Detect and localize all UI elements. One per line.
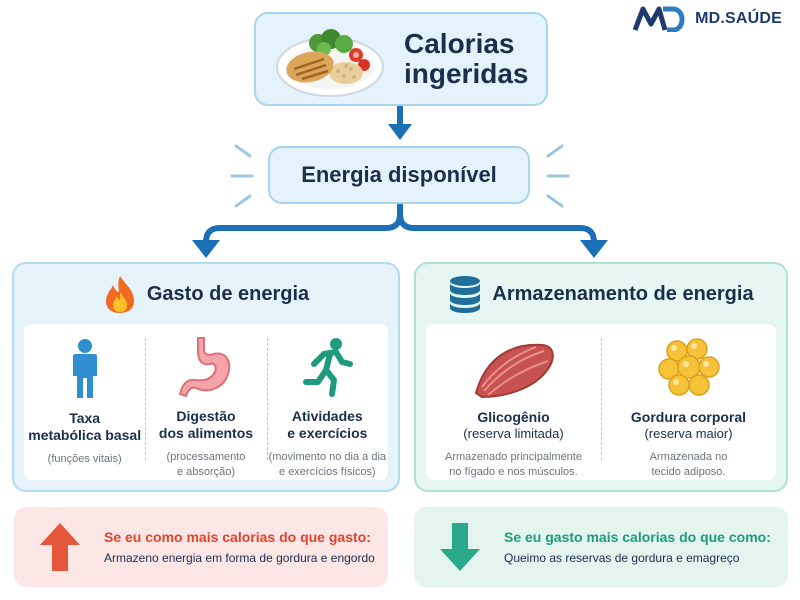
energy-storage-panel: Armazenamento de energia Glicogênio (res… xyxy=(414,262,788,492)
storage-item-subtitle: (reserva maior) xyxy=(644,426,733,441)
arrow-down-icon xyxy=(440,523,480,571)
spend-item-activities: Atividades e exercícios (movimento no di… xyxy=(266,324,388,480)
storage-item-subtitle: (reserva limitada) xyxy=(463,426,564,441)
energy-spend-body: Taxa metabólica basal (funções vitais) D… xyxy=(24,324,388,480)
spend-item-note: (processamento e absorção) xyxy=(166,451,246,478)
deficit-title: Se eu gasto mais calorias do que como: xyxy=(504,529,771,545)
person-icon xyxy=(72,339,97,398)
energy-available-box: Energia disponível xyxy=(268,146,530,204)
storage-item-title: Gordura corporal xyxy=(630,409,747,425)
spend-item-title: Atividades e exercícios xyxy=(287,408,368,441)
spend-item-note: (funções vitais) xyxy=(47,453,122,465)
stomach-icon xyxy=(178,337,231,398)
storage-item-body-fat: Gordura corporal (reserva maior) Armazen… xyxy=(601,324,776,480)
energy-storage-title: Armazenamento de energia xyxy=(492,282,754,305)
running-person-icon xyxy=(303,338,354,397)
md-logo-icon xyxy=(633,6,685,32)
energy-spend-title: Gasto de energia xyxy=(146,282,310,305)
energy-spend-header: Gasto de energia xyxy=(14,264,398,324)
deficit-box: Se eu gasto mais calorias do que como: Q… xyxy=(414,507,788,587)
arrow-top-head xyxy=(388,124,412,140)
spend-item-title: Digestão dos alimentos xyxy=(158,408,254,441)
arrow-split-left xyxy=(203,204,403,243)
muscle-icon xyxy=(474,343,554,399)
energy-glow-marks xyxy=(230,144,570,208)
brand-logo: MD.SAÚDE xyxy=(633,6,782,32)
calories-ingested-title: Calorias ingeridas xyxy=(404,28,529,89)
storage-item-note: Armazenado principalmente no fígado e no… xyxy=(445,451,582,478)
food-plate-icon xyxy=(276,29,384,97)
fire-icon xyxy=(105,276,134,313)
spend-item-title: Taxa metabólica basal xyxy=(28,410,142,443)
fat-cells-icon xyxy=(657,338,720,396)
energy-storage-body: Glicogênio (reserva limitada) Armazenado… xyxy=(426,324,776,480)
spend-item-digestion: Digestão dos alimentos (processamento e … xyxy=(145,324,266,480)
database-icon xyxy=(450,276,481,313)
deficit-desc: Queimo as reservas de gordura e emagreço xyxy=(504,551,740,565)
arrow-up-icon xyxy=(40,523,80,571)
spend-item-basal-metabolism: Taxa metabólica basal (funções vitais) xyxy=(24,324,145,480)
energy-available-title: Energia disponível xyxy=(301,162,497,187)
brand-name: MD.SAÚDE xyxy=(695,10,782,27)
energy-storage-header: Armazenamento de energia xyxy=(416,264,786,324)
arrow-left-head xyxy=(192,240,220,258)
calories-ingested-box: Calorias ingeridas xyxy=(254,12,548,106)
storage-item-title: Glicogênio xyxy=(477,409,550,425)
surplus-desc: Armazeno energia em forma de gordura e e… xyxy=(104,551,375,565)
arrow-right-head xyxy=(580,240,608,258)
storage-item-glycogen: Glicogênio (reserva limitada) Armazenado… xyxy=(426,324,601,480)
energy-spend-panel: Gasto de energia Taxa metabólica basal (… xyxy=(12,262,400,492)
arrow-split-right xyxy=(397,213,597,243)
surplus-box: Se eu como mais calorias do que gasto: A… xyxy=(14,507,388,587)
storage-item-note: Armazenada no tecido adiposo. xyxy=(649,451,728,478)
surplus-title: Se eu como mais calorias do que gasto: xyxy=(104,529,371,545)
spend-item-note: (movimento no dia a dia e exercícios fís… xyxy=(268,451,387,478)
flow-arrows xyxy=(192,106,608,258)
